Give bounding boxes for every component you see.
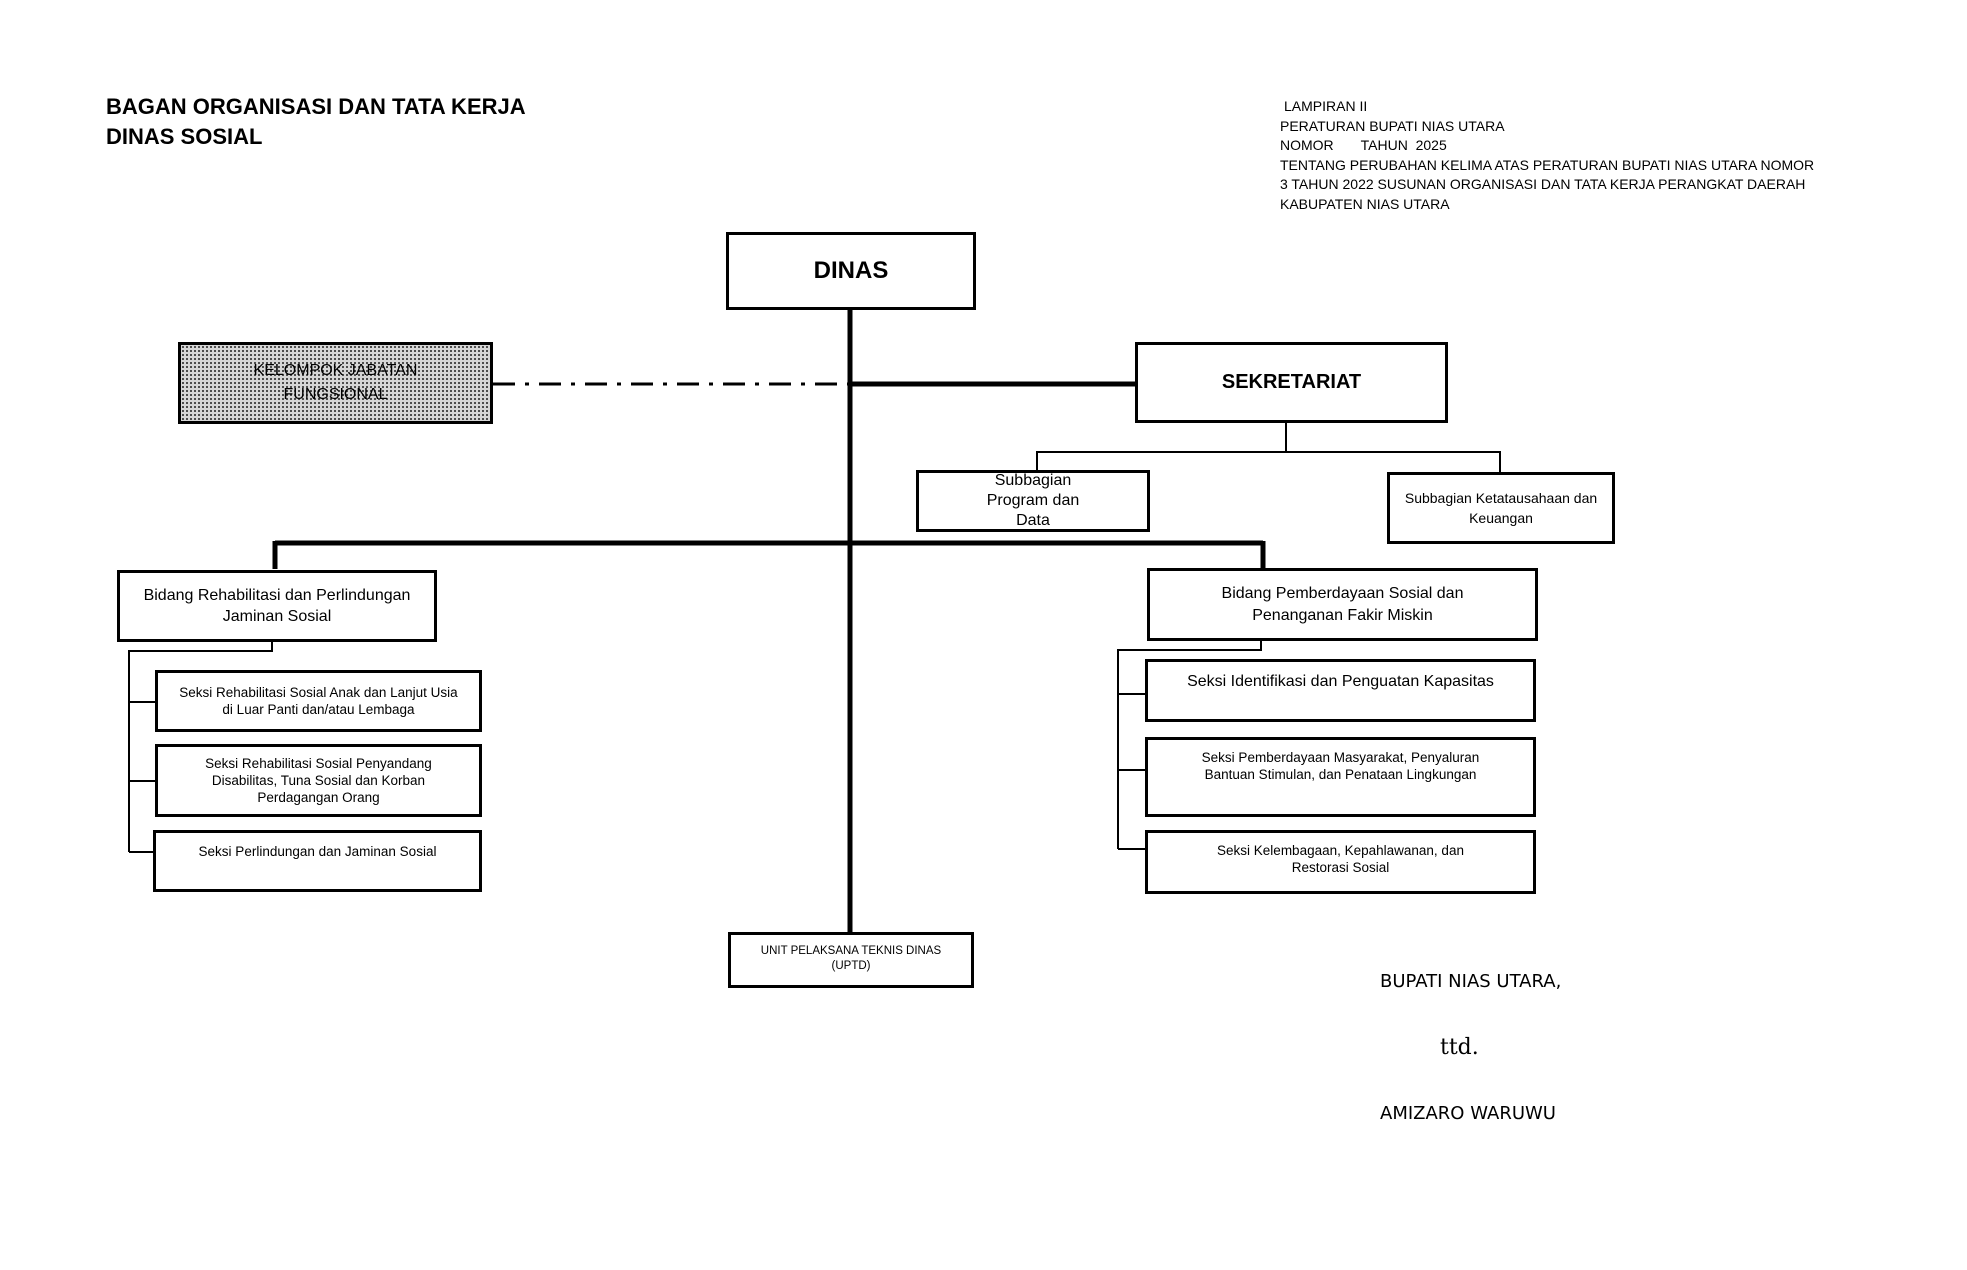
sekretariat-box: SEKRETARIAT — [1135, 342, 1448, 423]
seksi-perlindungan-box: Seksi Perlindungan dan Jaminan Sosial — [153, 830, 482, 892]
seksi-kelembagaan-label: Seksi Kelembagaan, Kepahlawanan, dan Res… — [1217, 843, 1464, 875]
uptd-box: UNIT PELAKSANA TEKNIS DINAS (UPTD) — [728, 932, 974, 988]
seksi-rehabilitasi-anak-box: Seksi Rehabilitasi Sosial Anak dan Lanju… — [155, 670, 482, 732]
seksi-rehabilitasi-disabilitas-label: Seksi Rehabilitasi Sosial Penyandang Dis… — [205, 756, 432, 805]
seksi-pemberdayaan-masyarakat-label: Seksi Pemberdayaan Masyarakat, Penyalura… — [1201, 750, 1480, 782]
seksi-pemberdayaan-masyarakat-box: Seksi Pemberdayaan Masyarakat, Penyalura… — [1145, 737, 1536, 817]
kelompok-label: KELOMPOK JABATAN FUNGSIONAL — [253, 362, 418, 403]
seksi-kelembagaan-box: Seksi Kelembagaan, Kepahlawanan, dan Res… — [1145, 830, 1536, 894]
lampiran-line: LAMPIRAN II — [1284, 98, 1368, 114]
document-title: BAGAN ORGANISASI DAN TATA KERJA DINAS SO… — [106, 92, 526, 152]
subbagian-keuangan-box: Subbagian Ketatausahaan dan Keuangan — [1387, 472, 1615, 544]
seksi-rehabilitasi-anak-label: Seksi Rehabilitasi Sosial Anak dan Lanju… — [179, 685, 458, 717]
lampiran-block: LAMPIRAN II PERATURAN BUPATI NIAS UTARA … — [1280, 97, 1814, 214]
signature-ttd: ttd. — [1440, 1035, 1479, 1060]
signature-name: AMIZARO WARUWU — [1380, 1103, 1556, 1124]
bidang-pemberdayaan-box: Bidang Pemberdayaan Sosial dan Penangana… — [1147, 568, 1538, 641]
subbagian-program-box: Subbagian Program dan Data — [916, 470, 1150, 532]
title-line-1: BAGAN ORGANISASI DAN TATA KERJA — [106, 94, 526, 119]
title-line-2: DINAS SOSIAL — [106, 124, 263, 149]
subbagian-program-label: Subbagian Program dan Data — [986, 472, 1080, 529]
lampiran-line: PERATURAN BUPATI NIAS UTARA — [1280, 117, 1505, 134]
seksi-identifikasi-label: Seksi Identifikasi dan Penguatan Kapasit… — [1187, 673, 1494, 690]
kelompok-jabatan-fungsional-box: KELOMPOK JABATAN FUNGSIONAL — [178, 342, 493, 424]
subbagian-keuangan-label: Subbagian Ketatausahaan dan Keuangan — [1404, 490, 1598, 526]
seksi-perlindungan-label: Seksi Perlindungan dan Jaminan Sosial — [198, 844, 437, 859]
dinas-box: DINAS — [726, 232, 976, 310]
dinas-label: DINAS — [813, 257, 889, 284]
uptd-label: UNIT PELAKSANA TEKNIS DINAS (UPTD) — [760, 945, 942, 972]
sekretariat-label: SEKRETARIAT — [1221, 371, 1362, 393]
bidang-rehabilitasi-box: Bidang Rehabilitasi dan Perlindungan Jam… — [117, 570, 437, 642]
lampiran-line: KABUPATEN NIAS UTARA — [1280, 195, 1450, 212]
bidang-pemberdayaan-label: Bidang Pemberdayaan Sosial dan Penangana… — [1221, 584, 1464, 624]
bidang-rehabilitasi-label: Bidang Rehabilitasi dan Perlindungan Jam… — [143, 587, 411, 625]
signature-title: BUPATI NIAS UTARA, — [1380, 971, 1562, 992]
seksi-rehabilitasi-disabilitas-box: Seksi Rehabilitasi Sosial Penyandang Dis… — [155, 744, 482, 817]
lampiran-line: 3 TAHUN 2022 SUSUNAN ORGANISASI DAN TATA… — [1280, 176, 1806, 192]
seksi-identifikasi-box: Seksi Identifikasi dan Penguatan Kapasit… — [1145, 659, 1536, 722]
lampiran-line: NOMOR TAHUN 2025 — [1280, 137, 1447, 153]
lampiran-line: TENTANG PERUBAHAN KELIMA ATAS PERATURAN … — [1280, 156, 1815, 173]
